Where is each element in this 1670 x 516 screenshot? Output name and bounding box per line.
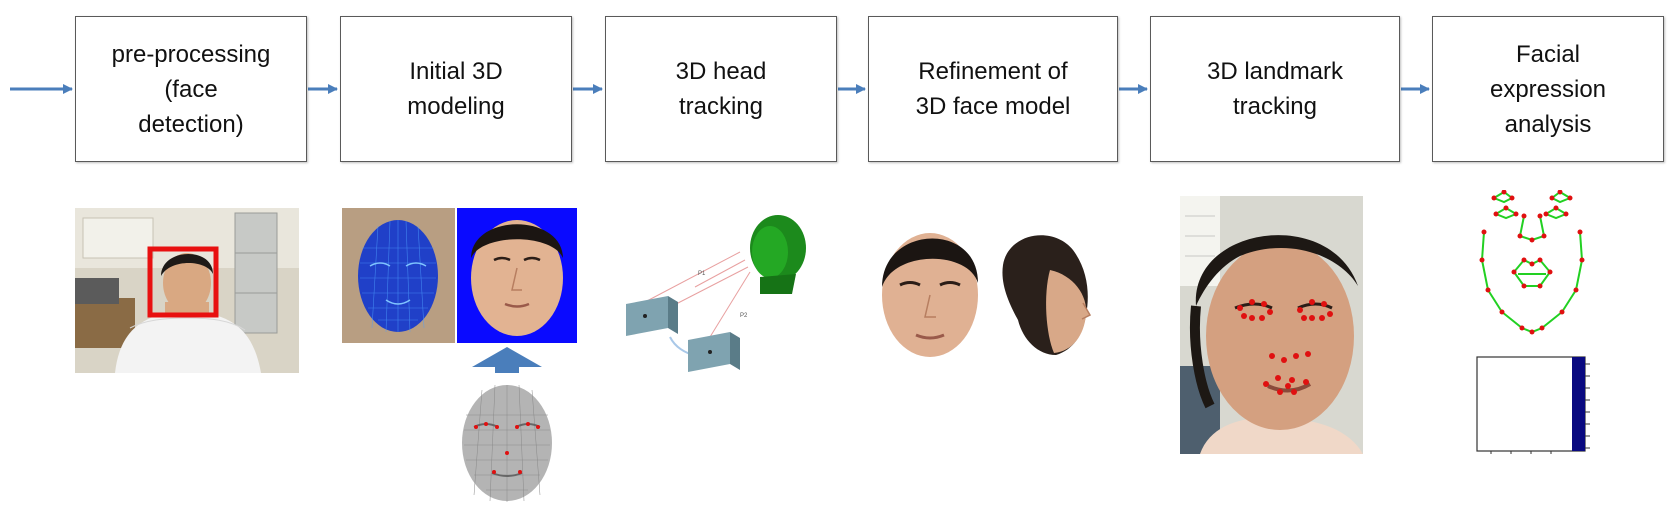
step-refinement-face-model: Refinement of 3D face model [868, 16, 1118, 162]
expression-bar [1572, 357, 1585, 451]
landmark-points [1237, 299, 1333, 395]
tracking-label-p2: P2 [740, 313, 748, 319]
face-detection-photo [75, 208, 299, 373]
camera-2 [688, 332, 740, 372]
initial-model-images [342, 208, 577, 343]
landmark-tracking-photo [1180, 196, 1363, 454]
step-label: Initial 3D modeling [407, 58, 505, 120]
expression-landmark-graph [1479, 190, 1585, 335]
refined-face-models [882, 233, 1092, 357]
step-label: Facial expression analysis [1489, 40, 1607, 138]
step-3d-head-tracking: 3D head tracking [605, 16, 837, 162]
generic-face-model [462, 347, 552, 502]
step-label: 3D head tracking [675, 58, 767, 120]
detection-box [147, 246, 219, 318]
up-arrow [472, 347, 542, 373]
step-label: pre-processing (face detection) [111, 40, 271, 138]
tracking-label-p1: P1 [698, 271, 706, 277]
camera-1 [626, 296, 678, 336]
green-head-model [750, 215, 806, 294]
head-tracking-illustration: P1 P2 [626, 215, 806, 372]
step-label: 3D landmark tracking [1206, 58, 1344, 120]
refined-face-front [882, 233, 978, 357]
expression-bar-plot [1476, 356, 1590, 454]
step-preprocessing: pre-processing (face detection) [75, 16, 307, 162]
step-3d-landmark-tracking: 3D landmark tracking [1150, 16, 1400, 162]
step-initial-3d-modeling: Initial 3D modeling [340, 16, 572, 162]
refined-face-side [1002, 235, 1092, 355]
step-label: Refinement of 3D face model [915, 58, 1071, 120]
step-facial-expression-analysis: Facial expression analysis [1432, 16, 1664, 162]
